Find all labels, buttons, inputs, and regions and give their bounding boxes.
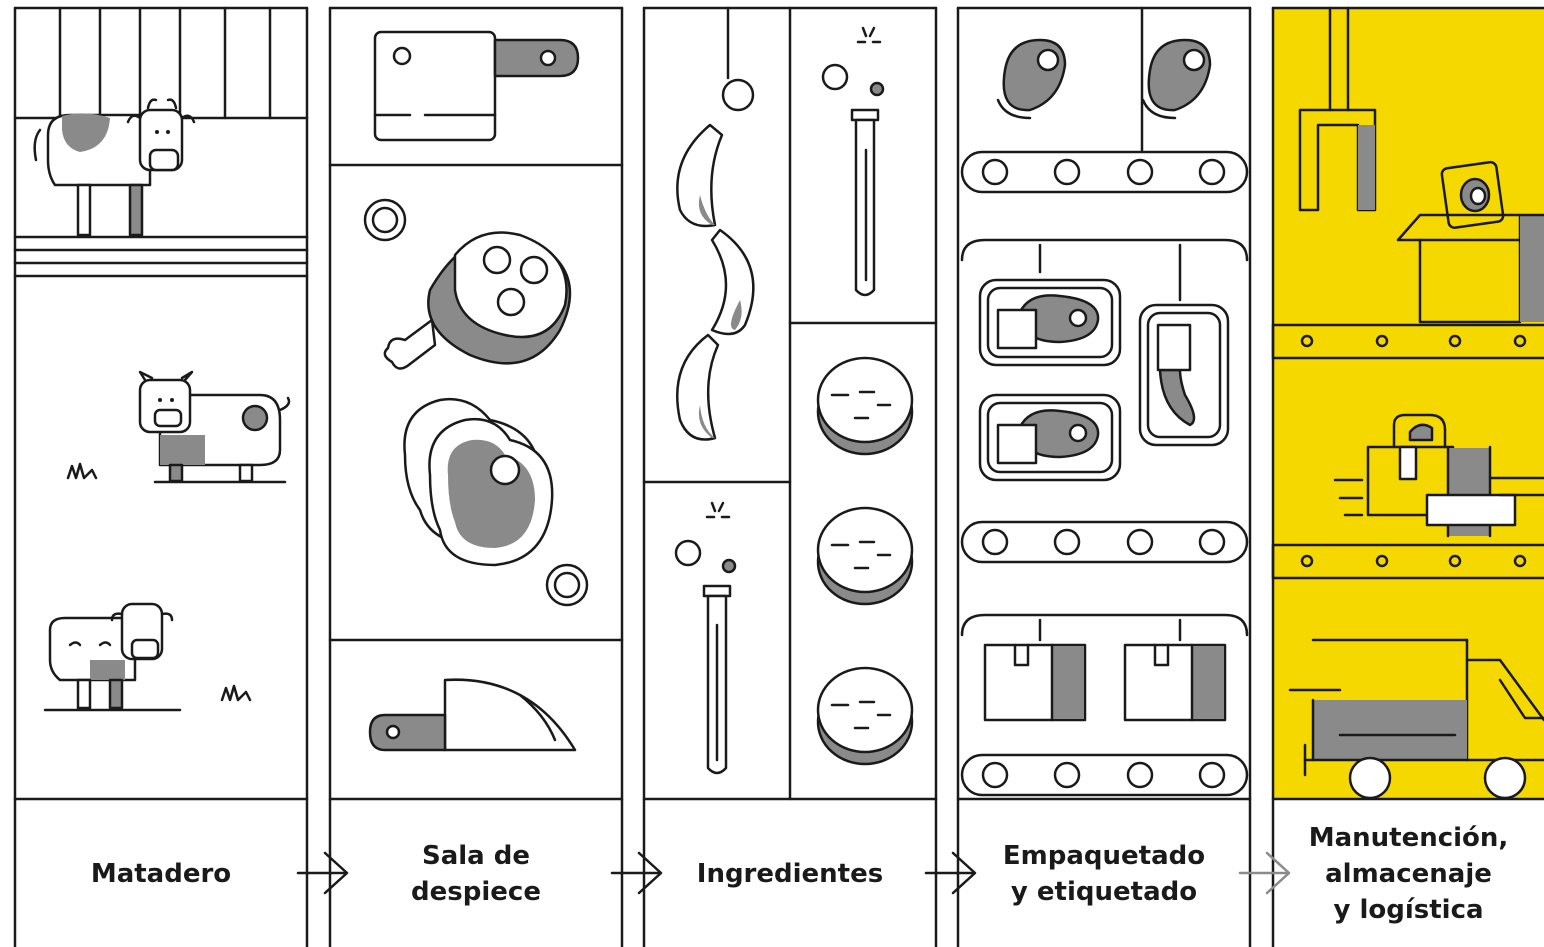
- grass-icon: [66, 462, 252, 702]
- pig-icon: [138, 370, 291, 484]
- crane-icon: [1298, 6, 1377, 212]
- box-tape-icon: [1333, 413, 1544, 538]
- bubbles-icon: [674, 26, 885, 574]
- ham-icon: [383, 231, 572, 370]
- truck-icon: [1288, 638, 1544, 800]
- test-tube-icon: [702, 108, 880, 775]
- conveyor-icon: [960, 150, 1249, 194]
- knife-icon: [368, 678, 577, 752]
- steak-icon: [403, 397, 554, 567]
- stage-label-matadero: Matadero: [90, 858, 232, 889]
- gear-icon: [363, 198, 589, 607]
- salami-slice-icon: [816, 356, 914, 766]
- panel-despiece: [328, 30, 624, 752]
- calf-icon: [43, 602, 182, 712]
- panel-matadero: [13, 6, 309, 712]
- panel-ingredientes: [642, 6, 938, 801]
- arrow-icon: [296, 851, 1291, 895]
- meat-tray-icon: [978, 278, 1230, 482]
- steak-top-2: [1141, 38, 1212, 120]
- sausage-icon: [676, 6, 755, 441]
- panel-manutencion: [1271, 6, 1544, 800]
- cleaver-icon: [373, 30, 580, 142]
- cow-icon: [33, 98, 196, 237]
- fence: [13, 6, 309, 278]
- panel-empaquetado: [960, 6, 1249, 797]
- box-icon: [983, 643, 1227, 722]
- steak-top-1: [996, 38, 1067, 120]
- stage-label-ingredientes: Ingredientes: [696, 858, 884, 889]
- box-open-icon: [1396, 160, 1544, 324]
- highlight-panel: [1273, 8, 1544, 800]
